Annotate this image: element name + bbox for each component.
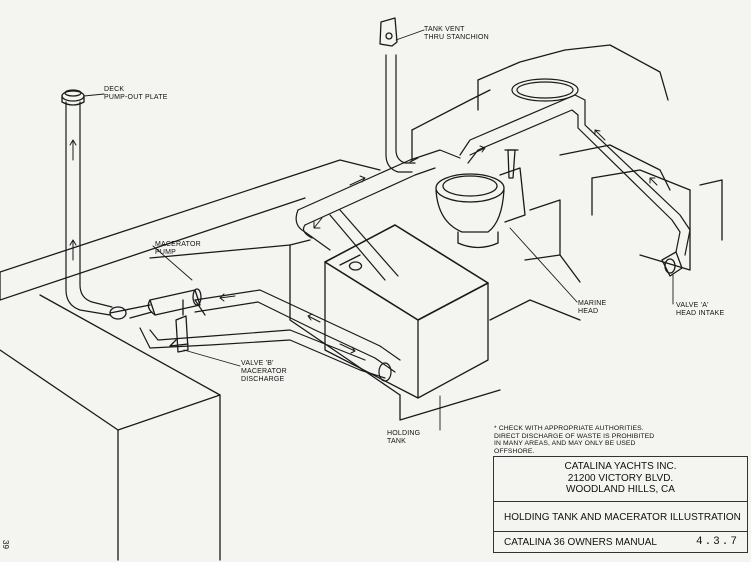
intake-pipe — [459, 78, 691, 256]
leader-lines — [83, 29, 674, 431]
tank-to-head-pipe — [295, 149, 461, 281]
company-street: 21200 VICTORY BLVD. — [567, 472, 674, 484]
label-line: TANK — [387, 438, 406, 445]
note-line: * CHECK WITH APPROPRIATE AUTHORITIES. — [494, 425, 644, 432]
company-city: WOODLAND HILLS, CA — [566, 484, 675, 495]
label-macerator-pump: MACERATOR PUMP — [155, 241, 201, 257]
macerator-pump — [109, 288, 202, 320]
return-pipes — [139, 289, 401, 382]
manual-name: CATALINA 36 OWNERS MANUAL — [504, 537, 657, 548]
label-line: HOLDING — [387, 430, 421, 437]
label-valve-a: VALVE 'A' HEAD INTAKE — [676, 302, 724, 318]
note-line: IN MANY AREAS, AND MAY ONLY BE USED — [494, 440, 636, 448]
label-line: MACERATOR — [155, 241, 201, 248]
page-number: 39 — [1, 540, 10, 549]
label-line: HEAD INTAKE — [676, 310, 725, 317]
deck-pump-out-plate — [61, 89, 85, 106]
label-line: DECK — [104, 86, 125, 93]
label-line: HEAD — [578, 308, 599, 315]
label-line: VALVE 'A' — [676, 302, 709, 309]
label-line: MARINE — [578, 300, 607, 307]
label-deck-pump-out-plate: DECK PUMP-OUT PLATE — [104, 86, 168, 102]
label-line: PUMP — [155, 249, 177, 256]
company-address: CATALINA YACHTS INC. 21200 VICTORY BLVD.… — [494, 461, 747, 496]
valve-b — [169, 299, 189, 353]
label-line: TANK VENT — [424, 26, 465, 33]
vent-pipe — [385, 54, 416, 173]
label-tank-vent: TANK VENT THRU STANCHION — [424, 26, 489, 42]
holding-tank — [324, 224, 489, 399]
discharge-warning-note: * CHECK WITH APPROPRIATE AUTHORITIES. DI… — [494, 425, 654, 455]
valve-a — [661, 251, 683, 277]
pump-out-pipe — [65, 101, 113, 316]
label-line: VALVE 'B' — [241, 360, 274, 367]
manual-row: CATALINA 36 OWNERS MANUAL 4.3.7 — [494, 531, 747, 554]
figure-number: 4.3.7 — [695, 536, 739, 548]
note-line: DIRECT DISCHARGE OF WASTE IS PROHIBITED — [494, 432, 655, 440]
label-line: DISCHARGE — [241, 376, 285, 383]
label-holding-tank: HOLDING TANK — [387, 430, 420, 446]
title-row: HOLDING TANK AND MACERATOR ILLUSTRATION — [494, 501, 747, 532]
label-marine-head: MARINE HEAD — [578, 300, 606, 316]
company-name: CATALINA YACHTS INC. — [564, 461, 677, 472]
tank-vent-stanchion — [379, 17, 398, 47]
label-valve-b: VALVE 'B' MACERATOR DISCHARGE — [241, 360, 287, 384]
label-line: MACERATOR — [241, 368, 287, 375]
label-line: THRU STANCHION — [424, 34, 489, 41]
flow-arrows — [69, 129, 658, 354]
marine-head — [435, 149, 526, 249]
label-line: PUMP-OUT PLATE — [104, 94, 168, 101]
title-block: CATALINA YACHTS INC. 21200 VICTORY BLVD.… — [493, 456, 748, 553]
note-line: OFFSHORE. — [494, 447, 535, 455]
illustration-title: HOLDING TANK AND MACERATOR ILLUSTRATION — [504, 512, 741, 523]
